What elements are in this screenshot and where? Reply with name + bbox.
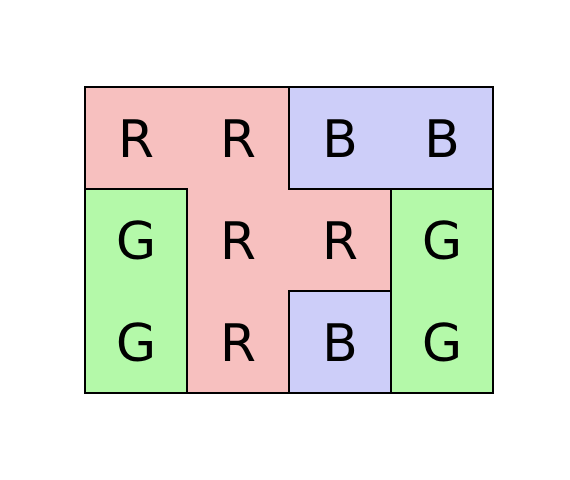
cell-fill-r1-c3 [391,189,494,292]
cell-letter-r0-c0: R [118,110,154,170]
cell-letter-r2-c0: G [116,314,156,374]
region-borders [84,86,494,394]
cell-fill-r2-c2 [289,291,392,394]
cell-fill-r2-c3 [391,291,494,394]
cell-letter-r1-c2: R [322,212,358,272]
cell-letter-r0-c2: B [322,110,358,170]
cell-fill-r0-c1 [187,87,290,190]
cell-letter-r2-c2: B [322,314,358,374]
cell-letter-r1-c3: G [422,212,462,272]
cell-letter-r1-c0: G [116,212,156,272]
cell-letter-r1-c1: R [220,212,256,272]
cell-fill-r1-c0 [85,189,188,292]
cell-fill-r1-c1 [187,189,290,292]
cell-fill-r0-c2 [289,87,392,190]
cell-letter-r0-c1: R [220,110,256,170]
cell-fill-r0-c3 [391,87,494,190]
cell-fill-r2-c1 [187,291,290,394]
cell-fill-r0-c0 [85,87,188,190]
cell-fill-r2-c0 [85,291,188,394]
cell-fill-r1-c2 [289,189,392,292]
cell-letter-r2-c3: G [422,314,462,374]
cell-letter-r0-c3: B [424,110,460,170]
cell-letter-r2-c1: R [220,314,256,374]
region-fills [85,87,494,394]
